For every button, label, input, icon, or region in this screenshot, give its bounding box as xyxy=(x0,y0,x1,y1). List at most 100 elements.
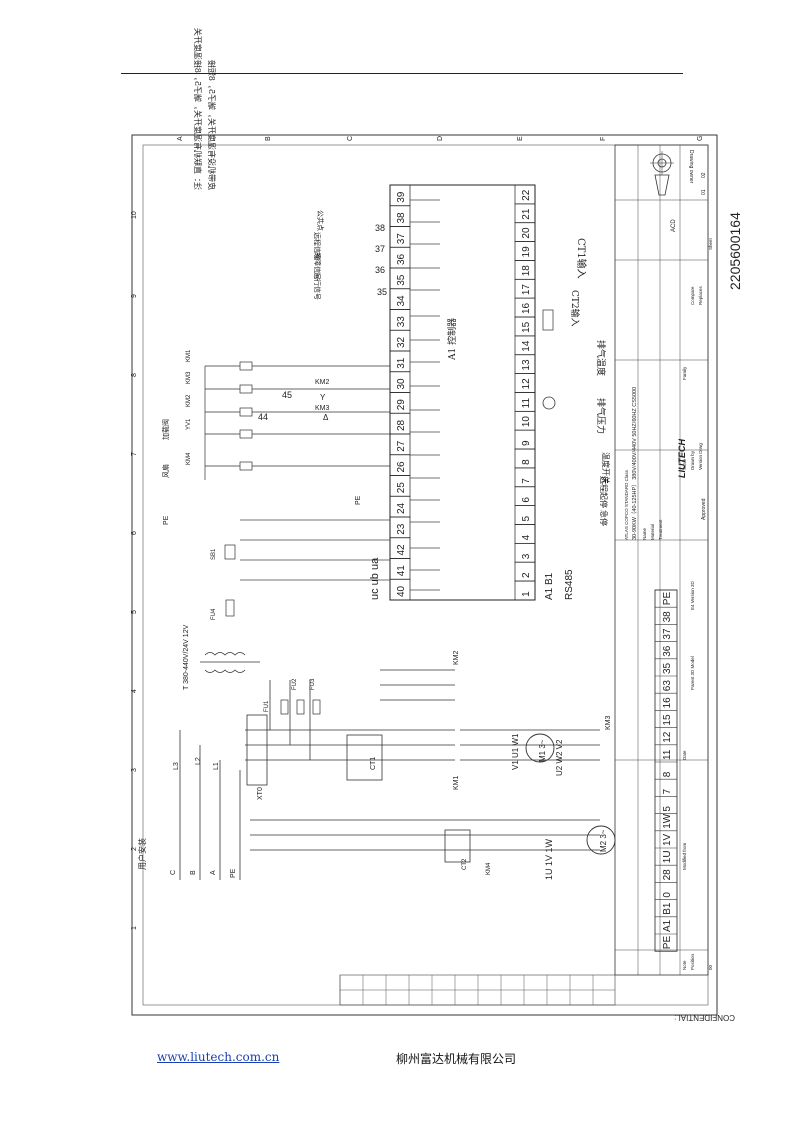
terminal-strip-cell: 7 xyxy=(662,788,673,794)
terminal-strip-cell: 36 xyxy=(662,645,673,657)
user-install-label: 用户安装 xyxy=(137,838,147,870)
controller-right-terminal: 11 xyxy=(521,398,532,409)
km2-power-label: KM2 xyxy=(453,651,460,666)
sb1-button-icon xyxy=(224,544,236,560)
terminal-strip-cell: 38 xyxy=(662,611,673,623)
load-valve-label: 加载阀 xyxy=(161,419,170,440)
coil-group xyxy=(204,361,390,480)
drawing-owner-label: Drawing owner xyxy=(688,150,694,184)
liutech-logo: LIUTECH xyxy=(677,439,687,478)
controller-left-terminal: 27 xyxy=(396,440,407,452)
ct2-label: CT2 xyxy=(462,858,468,870)
grid-number-1: 1 xyxy=(131,926,138,930)
sheet-no: 01 xyxy=(701,189,707,195)
terminal-strip-cell: PE xyxy=(662,936,673,950)
date-label: Date xyxy=(682,750,687,760)
note-line1: 注：直联机有温度开关，端子5，8接温度开关 xyxy=(193,28,203,190)
modified-from-label: Modified from xyxy=(682,842,687,870)
grid-number-9: 9 xyxy=(131,294,138,298)
controller-left-terminal: 32 xyxy=(396,336,407,348)
terminal-strip-cell: 1W xyxy=(662,813,673,829)
grid-letter-C: C xyxy=(347,136,354,141)
motor-m1-label: M1 3~ xyxy=(538,739,547,762)
1u-1v-1w-label: 1U 1V 1W xyxy=(544,838,554,880)
grid-letter-A: A xyxy=(177,136,184,141)
terminal-strip-cell: A1 xyxy=(662,919,673,932)
fu2-icon xyxy=(296,699,305,715)
a1-b1-label: A1 B1 xyxy=(544,572,555,600)
grid-number-8: 8 xyxy=(131,373,138,377)
c-label: C xyxy=(170,870,177,875)
terminal-strip-cell: 37 xyxy=(662,628,673,640)
pe-mid: PE xyxy=(355,495,362,505)
pe-supply-label: PE xyxy=(230,868,237,878)
spec-label: 30-90KW（40-125HP） 380V/400V/440V 50HZ/60… xyxy=(631,387,638,540)
header-rule xyxy=(121,73,683,74)
controller-right-terminal: 1 xyxy=(521,591,532,597)
controller-right-terminal: 22 xyxy=(521,189,532,201)
fu4-icon xyxy=(225,599,235,617)
terminal-strip-cell: 1V xyxy=(662,833,673,846)
controller-left-terminal: 24 xyxy=(396,502,407,514)
svg-text:LIUTECH: LIUTECH xyxy=(677,439,687,478)
controller-right-terminal: 5 xyxy=(521,515,532,521)
fu2-label: FU2 xyxy=(292,678,298,690)
controller-left-terminal: 25 xyxy=(396,482,407,494)
fu3-label: FU3 xyxy=(310,678,316,690)
y-symbol: Y xyxy=(320,393,326,402)
delta-symbol: Δ xyxy=(323,413,329,422)
controller-right-terminal: 7 xyxy=(521,478,532,484)
terminal-strip-cell: 11 xyxy=(662,749,673,760)
footer-company-name: 柳州富达机械有限公司 xyxy=(396,1052,517,1066)
version-drwg-label: Version Drwg xyxy=(698,443,703,470)
pressure-sensor-icon xyxy=(542,396,556,410)
note-line2: 皮带机没有温度开关，端子5，8短接 xyxy=(207,60,217,190)
controller-left-terminal: 41 xyxy=(396,565,407,577)
controller-left-terminal: 38 xyxy=(396,212,407,224)
sig-35: 35 xyxy=(377,287,387,297)
sig-37: 37 xyxy=(375,244,385,254)
grid-number-6: 6 xyxy=(131,531,138,535)
sig-38: 38 xyxy=(375,223,385,233)
controller-right-terminal: 12 xyxy=(521,378,532,390)
km1-coil-label: KM1 xyxy=(186,349,192,362)
terminal-strip-cell: 0 xyxy=(662,892,673,898)
num-45: 45 xyxy=(282,390,292,400)
yv1-label: YV1 xyxy=(186,418,192,430)
footer-website-link[interactable]: www.liutech.com.cn xyxy=(157,1050,280,1064)
position-label: Position xyxy=(690,953,695,970)
controller-right-terminal: 8 xyxy=(521,459,532,465)
terminal-strip-cell: 1U xyxy=(662,850,673,863)
controller-label: A1 控制器 xyxy=(446,318,458,361)
terminal-strip-cell: 12 xyxy=(662,731,673,743)
u1-v1-w1-label: V1 U1 W1 xyxy=(511,733,520,770)
family-label: Family xyxy=(682,366,687,380)
km2-coil-label: KM2 xyxy=(186,394,192,407)
controller-left-terminal: 37 xyxy=(396,233,407,245)
terminal-strip-cell: 28 xyxy=(662,869,673,881)
exhaust-pressure-label: 排气压力 xyxy=(595,398,607,434)
fu1-label: FU1 xyxy=(264,700,270,712)
fu3-icon xyxy=(312,699,321,715)
controller-right-terminal: 16 xyxy=(521,302,532,314)
motor-m2-label: M2 3~ xyxy=(599,829,608,852)
sig-36: 36 xyxy=(375,265,385,275)
controller-left-terminal: 34 xyxy=(396,295,407,307)
common-point-label: 公共点 xyxy=(316,210,325,231)
approved-label: Approved xyxy=(701,498,707,520)
grid-letter-F: F xyxy=(600,137,607,141)
e4-version-label: E4 Version 3D xyxy=(690,580,695,610)
controller-left-terminal: 31 xyxy=(396,357,407,369)
controller-wires xyxy=(240,199,440,591)
running-signal-label: 运行信号 xyxy=(313,272,322,300)
scale-label: Scale xyxy=(682,458,687,470)
controller-a1 xyxy=(389,184,536,601)
controller-left-terminal: 35 xyxy=(396,274,407,286)
pe-left: PE xyxy=(163,515,170,525)
xt0-label: XT0 xyxy=(257,787,264,800)
remote-start-stop-label: 远程起停 xyxy=(599,476,609,508)
